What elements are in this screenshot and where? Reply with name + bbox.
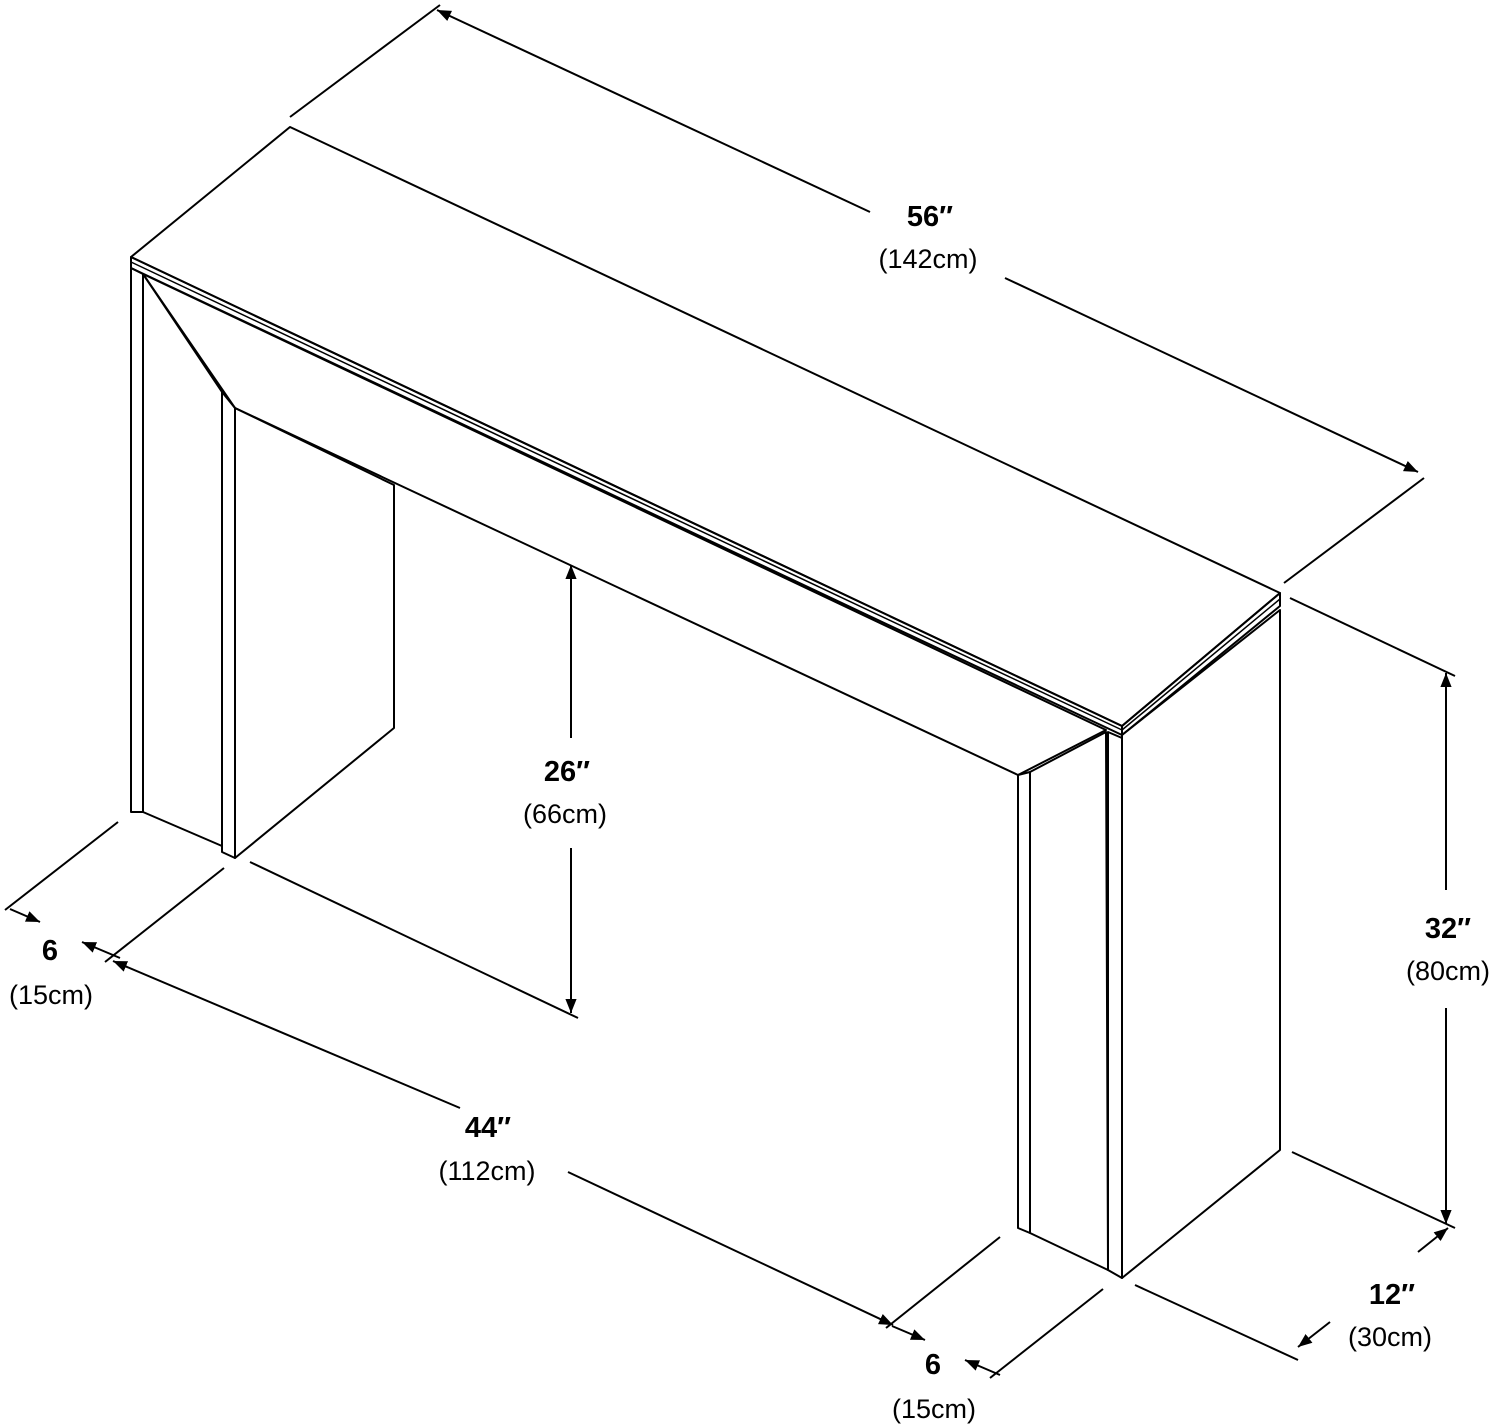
dim-label-depth: 12″ (30cm) [1348, 1279, 1432, 1352]
right-leg-front [1029, 731, 1109, 1271]
inner-width-value: 44″ [465, 1112, 511, 1144]
left-leg-front-outer [130, 267, 144, 813]
tabletop-surface [130, 126, 1281, 727]
left-leg-front [142, 273, 223, 847]
dim-label-leg-right: 6 (15cm) [892, 1349, 976, 1424]
dim-label-clearance: 26″ (66cm) [523, 756, 607, 829]
leg-right-metric: (15cm) [892, 1394, 976, 1424]
dim-label-inner-width: 44″ (112cm) [438, 1112, 535, 1186]
left-leg-inner-side [234, 407, 395, 859]
leg-left-metric: (15cm) [9, 980, 93, 1010]
dim-label-height: 32″ (80cm) [1406, 913, 1490, 986]
leg-right-value: 6 [925, 1349, 941, 1381]
right-leg-front-outer [1107, 731, 1123, 1279]
length-metric: (142cm) [878, 244, 977, 274]
clearance-value: 26″ [544, 756, 590, 788]
left-leg-front-inner [221, 391, 236, 859]
tabletop-side-edge [1121, 592, 1281, 736]
dim-label-length: 56″ (142cm) [878, 201, 977, 274]
dimension-lines [4, 4, 1456, 1379]
length-value: 56″ [907, 201, 953, 233]
height-metric: (80cm) [1406, 956, 1490, 986]
inner-width-metric: (112cm) [438, 1156, 535, 1186]
table-body [130, 126, 1281, 1279]
leg-left-value: 6 [42, 935, 58, 967]
apron-underside [142, 273, 1107, 776]
depth-metric: (30cm) [1348, 1322, 1432, 1352]
right-leg-front-inner [1017, 771, 1031, 1234]
clearance-metric: (66cm) [523, 799, 607, 829]
height-value: 32″ [1425, 913, 1471, 945]
dim-label-leg-left: 6 (15cm) [9, 935, 93, 1010]
depth-value: 12″ [1369, 1279, 1415, 1311]
